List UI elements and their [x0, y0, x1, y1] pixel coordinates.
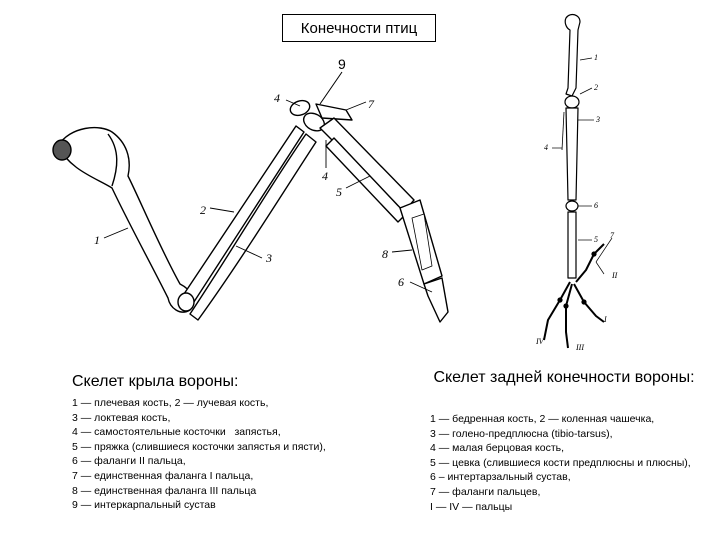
toe-middle — [573, 283, 605, 323]
wing-legend-item: 1 — плечевая кость, 2 — лучевая кость, — [72, 397, 269, 409]
leg-heading: Скелет задней конечности вороны: — [433, 369, 695, 386]
wing-label-4-lower: 4 — [322, 169, 328, 183]
leg-label-5: 5 — [594, 235, 598, 244]
radius-bone — [179, 125, 305, 309]
wing-heading: Скелет крыла вороны: — [72, 373, 239, 390]
leg-skeleton — [543, 13, 605, 349]
intertarsal-joint — [565, 200, 579, 212]
leg-part-labels: 1 2 3 4 5 6 7 I II III IV — [535, 53, 618, 352]
leg-legend: 1 — бедренная кость, 2 — коленная чашечк… — [430, 412, 712, 514]
wing-legend-item: 8 — единственная фаланга III пальца — [72, 484, 257, 497]
leg-toe-label-IV: IV — [535, 337, 545, 346]
leg-label-4: 4 — [544, 143, 548, 152]
leg-legend-item: 1 — бедренная кость, 2 — коленная чашечк… — [430, 413, 655, 425]
patella-bone — [564, 95, 580, 109]
leg-toe-label-II: II — [611, 271, 618, 280]
leg-toe-label-I: I — [603, 315, 607, 324]
wing-label-4-top: 4 — [274, 91, 280, 105]
wing-label-leaders — [103, 99, 433, 293]
leg-legend-item: 4 — малая берцовая кость, — [430, 442, 565, 455]
digit-phalanx-distal — [423, 277, 449, 323]
leg-legend-item: 6 – интертарзальный сустав, — [430, 471, 571, 484]
tarsometatarsus-bone — [567, 211, 577, 279]
leg-legend-item: I — IV — пальцы — [430, 500, 513, 513]
leg-label-7: 7 — [610, 231, 615, 240]
ulna-bone — [189, 133, 317, 321]
wing-label-5: 5 — [336, 185, 342, 199]
leg-legend-item: 3 — голено-предплюсна (tibio-tarsus), — [430, 427, 613, 440]
wing-legend-item: 4 — самостоятельные косточки запястья, — [72, 426, 281, 439]
figure-title: Конечности птиц — [282, 14, 436, 42]
toe-outer — [575, 243, 605, 283]
leg-label-leaders — [552, 57, 613, 275]
wing-label-8: 8 — [382, 247, 388, 261]
toe-hind — [543, 281, 571, 341]
wing-label-6: 6 — [398, 275, 404, 289]
carpometacarpus-bone — [319, 117, 415, 213]
leg-legend-item: 5 — цевка (слившиеся кости предплюсны и … — [430, 456, 691, 469]
wing-label-1: 1 — [94, 233, 100, 247]
leg-toe-label-III: III — [575, 343, 584, 352]
wing-legend: 1 — плечевая кость, 2 — лучевая кость, 3… — [72, 396, 402, 513]
leg-legend-item: 7 — фаланги пальцев, — [430, 485, 541, 498]
leg-label-3: 3 — [595, 115, 600, 124]
leg-label-2: 2 — [594, 83, 598, 92]
wing-legend-item: 3 — локтевая кость, — [72, 411, 171, 424]
wing-legend-item: 5 — пряжка (слившиеся косточки запястья … — [72, 440, 326, 453]
leg-label-6: 6 — [594, 201, 598, 210]
leg-label-1: 1 — [594, 53, 598, 62]
joint-callout-number: 9 — [338, 56, 346, 72]
wing-skeleton — [52, 99, 449, 323]
wing-legend-item: 9 — интеркарпальный сустав — [72, 499, 216, 512]
humerus-bone — [57, 126, 194, 313]
femur-bone — [564, 13, 581, 97]
wing-part-labels: 1 2 3 4 4 5 6 7 8 — [94, 91, 404, 289]
wing-legend-item: 7 — единственная фаланга I пальца, — [72, 469, 254, 482]
joint-callout-line — [319, 71, 343, 105]
wing-label-7: 7 — [368, 97, 375, 111]
wing-legend-item: 6 — фаланги II пальца, — [72, 455, 186, 468]
wing-label-3: 3 — [265, 251, 272, 265]
tibiotarsus-bone — [565, 107, 579, 201]
wing-label-2: 2 — [200, 203, 206, 217]
toe-inner — [565, 283, 573, 349]
